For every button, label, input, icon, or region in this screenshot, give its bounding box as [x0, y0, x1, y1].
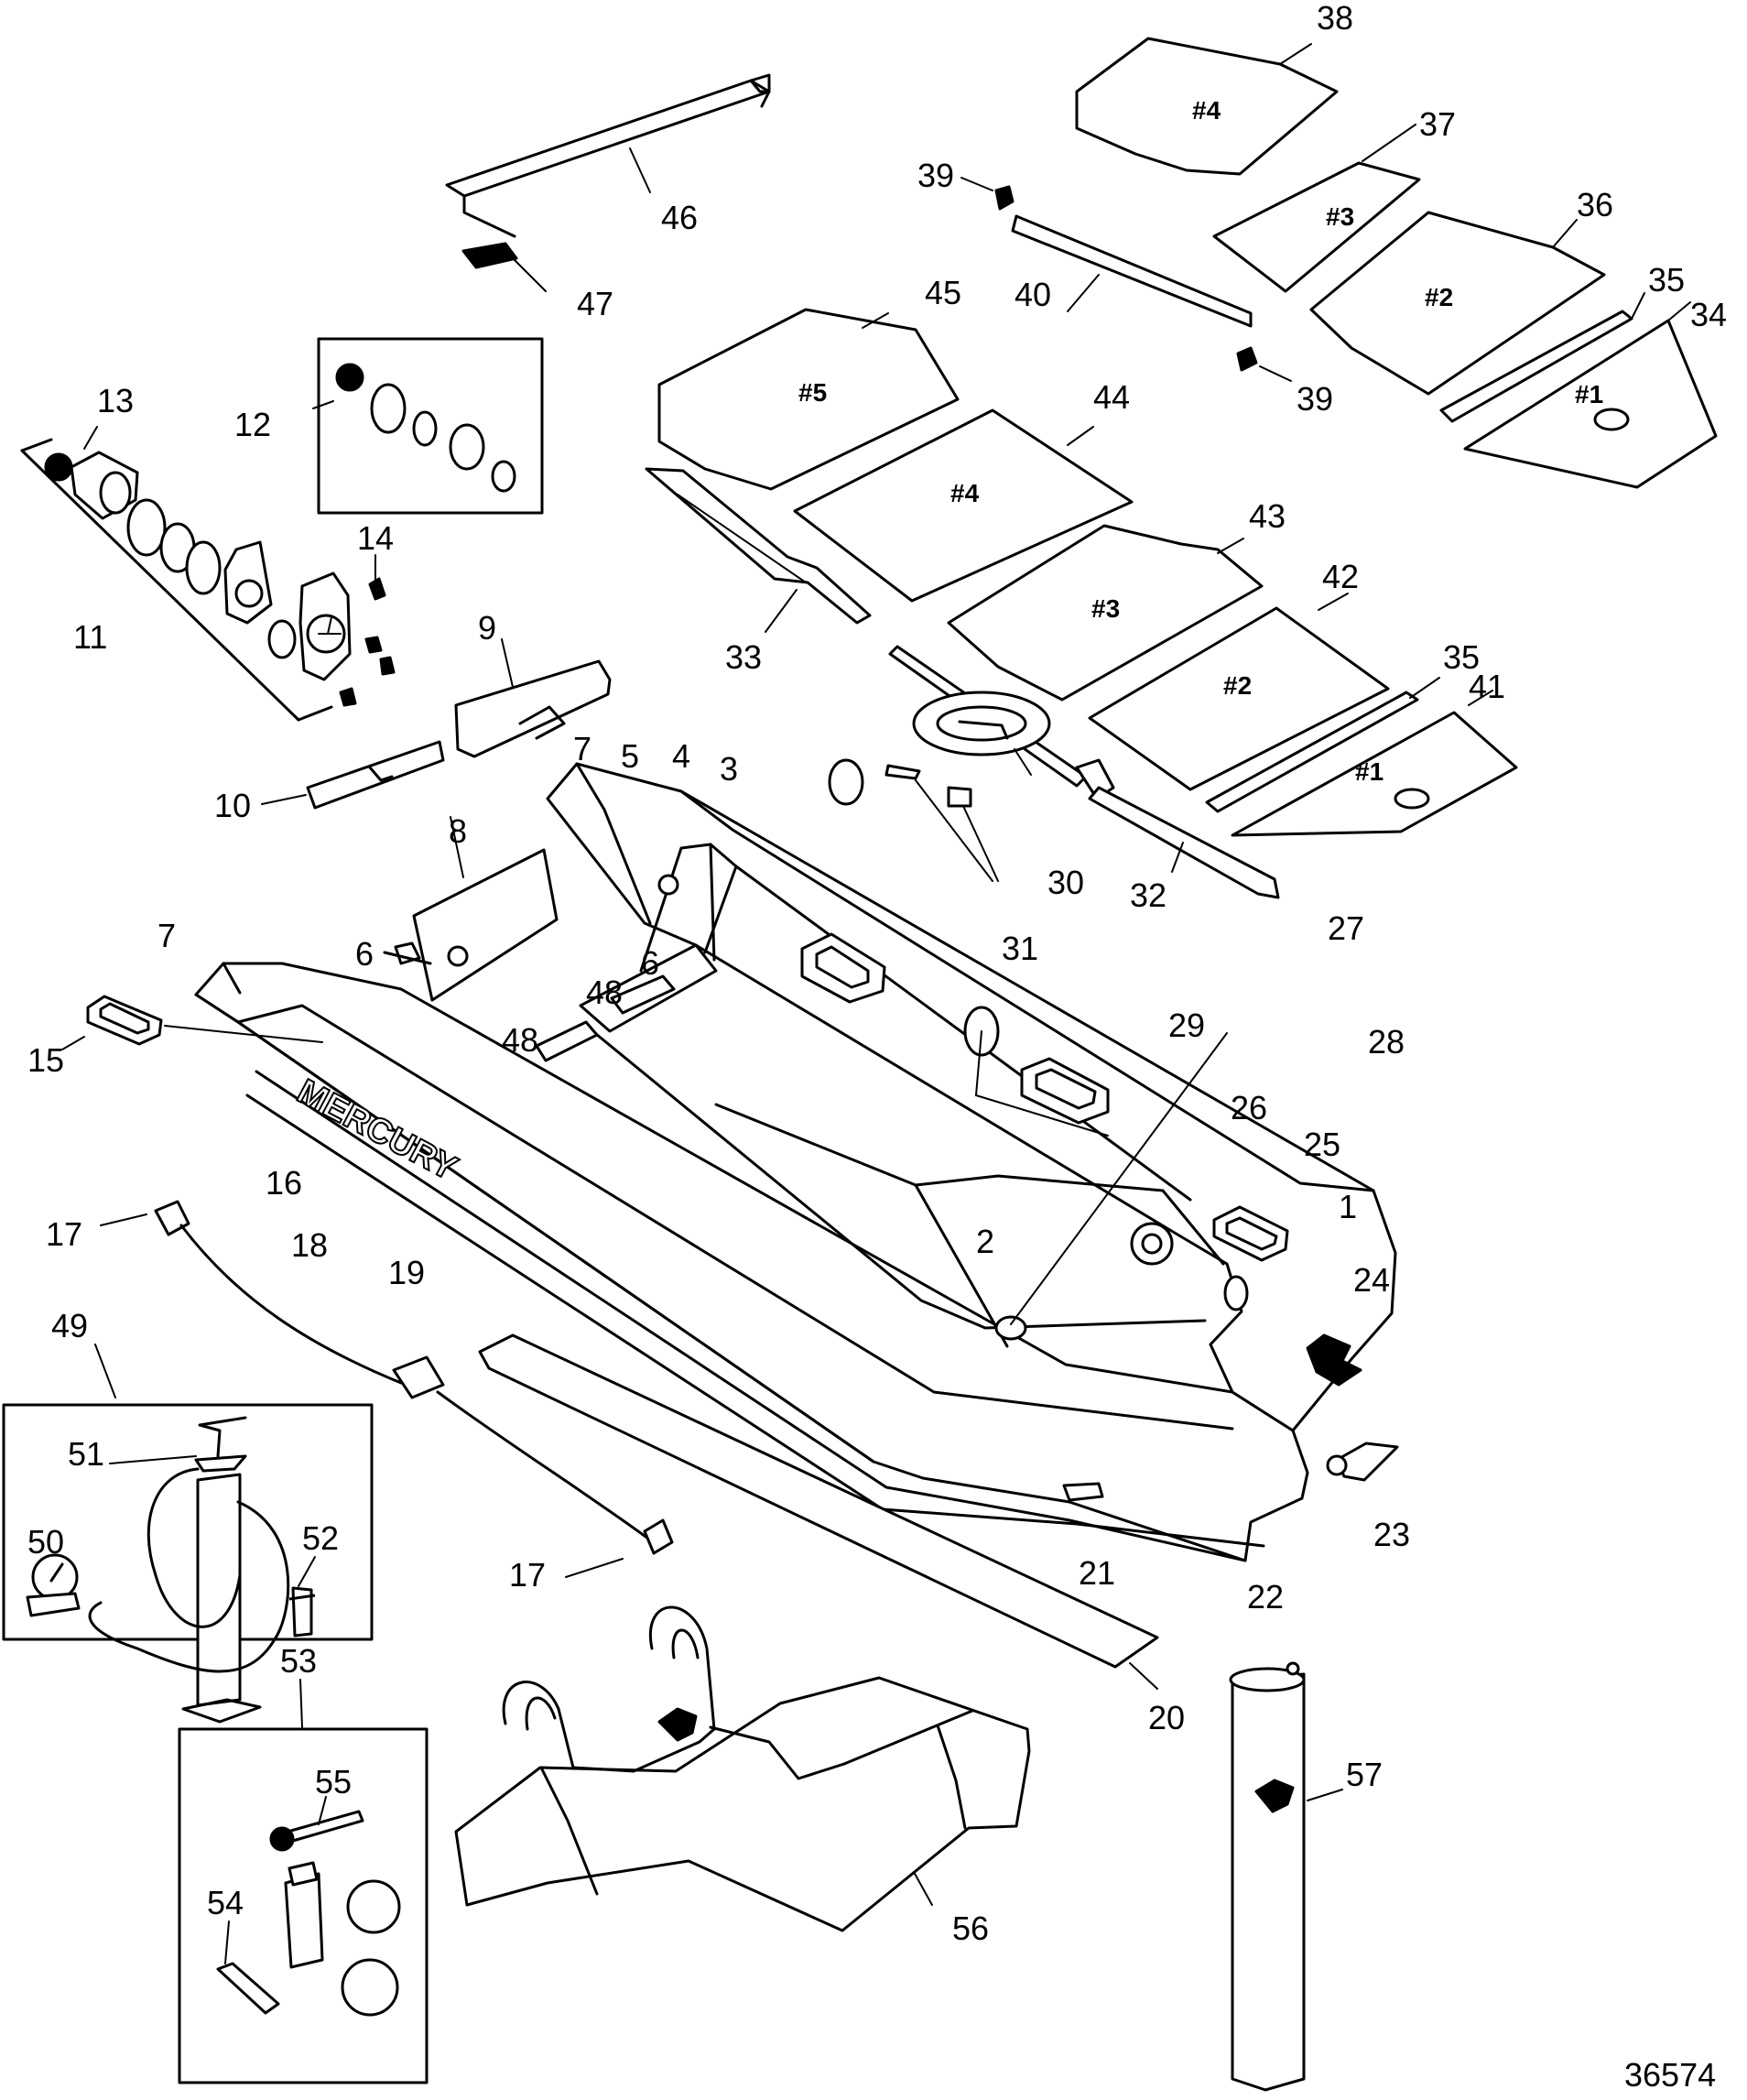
callout-50: 50	[27, 1523, 64, 1561]
callout-51: 51	[68, 1435, 104, 1473]
tag-floor-5: #5	[798, 378, 827, 407]
callout-24: 24	[1353, 1261, 1390, 1299]
callout-46: 46	[661, 199, 698, 236]
callout-25: 25	[1304, 1126, 1340, 1163]
callout-34: 34	[1690, 296, 1727, 333]
callout-38: 38	[1317, 0, 1353, 37]
callout-10: 10	[214, 787, 251, 824]
callout-49: 49	[51, 1307, 88, 1344]
callout-39-bottom: 39	[1297, 380, 1333, 418]
stern-floor-panels	[657, 308, 1518, 837]
callout-5: 5	[621, 737, 639, 775]
callout-12: 12	[234, 406, 271, 443]
callout-22: 22	[1247, 1578, 1284, 1616]
callout-3: 3	[720, 750, 738, 788]
callout-45: 45	[925, 274, 961, 311]
callout-15: 15	[27, 1041, 64, 1079]
callout-48-right: 48	[586, 974, 623, 1011]
tag-floor-3: #3	[1091, 594, 1120, 623]
callout-18: 18	[291, 1226, 328, 1264]
callout-23: 23	[1373, 1516, 1410, 1553]
tag-bow-3: #3	[1326, 202, 1354, 231]
callout-21: 21	[1079, 1554, 1115, 1592]
storage-bag	[454, 1605, 1031, 1932]
tag-floor-2: #2	[1223, 671, 1252, 700]
valve-kit-box	[312, 337, 544, 515]
seat-bench	[445, 73, 771, 292]
callout-37: 37	[1419, 105, 1456, 143]
callout-28: 28	[1368, 1023, 1405, 1061]
seat-cushion	[454, 638, 612, 758]
callout-29: 29	[1168, 1006, 1205, 1044]
callout-7-top: 7	[573, 730, 591, 767]
callout-41: 41	[1469, 668, 1505, 705]
callout-17-bottom: 17	[509, 1556, 546, 1594]
callout-53: 53	[280, 1642, 317, 1680]
callout-20: 20	[1148, 1699, 1185, 1736]
callout-55: 55	[315, 1763, 352, 1801]
callout-47: 47	[577, 285, 613, 322]
callout-57: 57	[1346, 1756, 1383, 1793]
callout-8: 8	[449, 812, 467, 850]
oar-bag	[1229, 1661, 1343, 2092]
tag-floor-1: #1	[1355, 757, 1383, 786]
repair-kit-box	[178, 1679, 429, 2084]
callout-48-left: 48	[502, 1021, 538, 1059]
valve-assembly	[20, 426, 396, 722]
pump-kit-box	[2, 1344, 374, 1724]
callout-43: 43	[1249, 497, 1286, 535]
oar-and-accessories	[645, 467, 1280, 899]
callout-16: 16	[266, 1164, 302, 1202]
callout-1: 1	[1339, 1188, 1357, 1225]
panel-tags: #4 #3 #2 #1 #5 #4 #3 #2 #1	[798, 96, 1603, 786]
callout-39-top: 39	[917, 157, 954, 194]
tag-floor-4: #4	[950, 479, 980, 507]
callout-11: 11	[73, 618, 107, 656]
callout-35-bottom: 35	[1443, 638, 1480, 676]
callout-44: 44	[1093, 378, 1130, 416]
callout-42: 42	[1322, 558, 1359, 595]
callout-13: 13	[97, 382, 134, 419]
callout-54: 54	[207, 1884, 244, 1921]
callout-6-left: 6	[355, 935, 374, 973]
callout-2: 2	[976, 1223, 994, 1260]
callout-31: 31	[1002, 930, 1038, 967]
callout-26: 26	[1231, 1089, 1267, 1126]
callout-labels: 1 2 3 4 5 6 6 7 7 8 9 10 11 12 13 14 15 …	[27, 0, 1727, 1947]
callout-19: 19	[388, 1254, 425, 1291]
figure-number: 36574	[1624, 2056, 1716, 2094]
tag-bow-4: #4	[1192, 96, 1221, 125]
lifeline-and-rub-strake	[100, 1200, 1159, 1690]
callout-14: 14	[357, 519, 394, 557]
callout-56: 56	[952, 1910, 989, 1947]
callout-27: 27	[1328, 909, 1364, 947]
callout-30: 30	[1047, 864, 1084, 901]
callout-7-left: 7	[157, 917, 176, 954]
callout-36: 36	[1577, 186, 1613, 223]
callout-35-top: 35	[1648, 261, 1685, 299]
bow-floor-panels	[960, 37, 1718, 489]
inflatable-boat-hull: MERCURY	[194, 762, 1399, 1562]
tag-bow-1: #1	[1575, 380, 1603, 408]
callout-52: 52	[302, 1519, 339, 1557]
callout-9: 9	[478, 609, 496, 647]
callout-4: 4	[672, 737, 690, 775]
callout-40: 40	[1015, 276, 1051, 313]
callout-17-top: 17	[46, 1215, 82, 1253]
tag-bow-2: #2	[1425, 283, 1453, 311]
callout-6-right: 6	[641, 944, 659, 982]
callout-32: 32	[1130, 876, 1166, 914]
callout-33: 33	[725, 638, 762, 676]
carry-handle	[61, 995, 323, 1050]
